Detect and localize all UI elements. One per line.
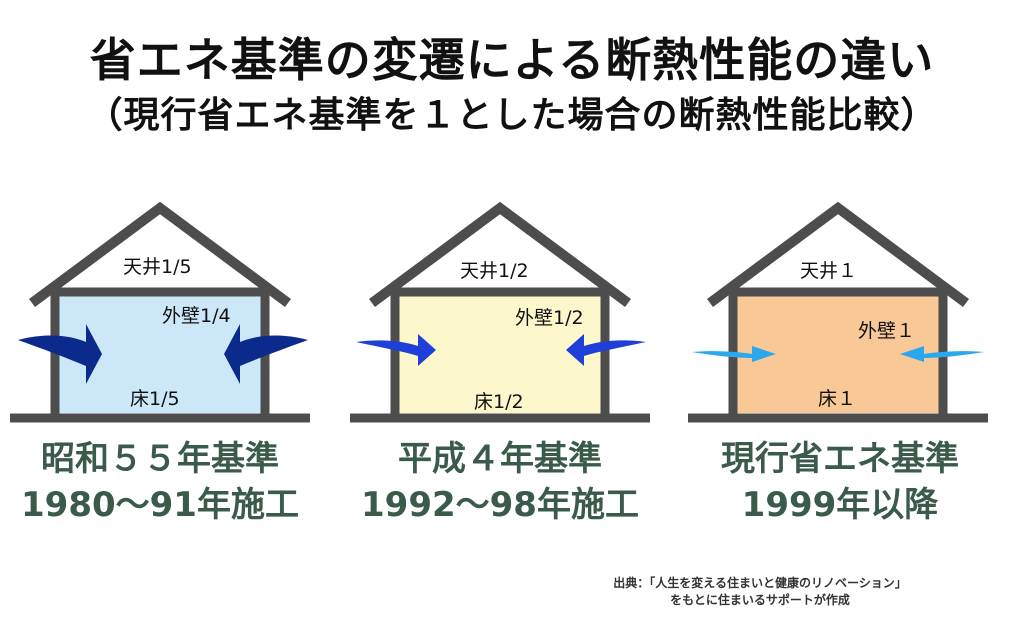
house-1992-floor-label: 床1/2 [474,391,524,413]
house-1999-wall-label: 外壁１ [858,320,916,342]
house-1992-arrow-right [566,334,646,366]
page-title: 省エネ基準の変遷による断熱性能の違い [89,33,935,87]
house-1992-attic [395,212,605,293]
source-note: 出典：「人生を変える住まいと健康のリノベーション」 をもとに住まいるサポートが作… [560,575,960,609]
house-1980-caption: 昭和５５年基準 1980〜91年施工 [0,436,325,528]
house-1999-floor-label: 床１ [818,388,857,410]
house-1999-caption: 現行省エネ基準 1999年以降 [675,436,1005,528]
house-1992-wall-label: 外壁1/2 [515,307,584,329]
house-1999-caption-standard: 現行省エネ基準 [721,439,959,479]
house-1999-attic [733,212,943,293]
house-1980-caption-standard: 昭和５５年基準 [41,439,279,479]
house-1980-floor-label: 床1/5 [130,388,180,410]
house-1999-roof [707,201,969,308]
house-1999-arrow-left [692,346,776,362]
house-1992-roof [369,201,631,308]
house-1999-arrow-right [900,346,984,362]
house-1992-caption-years: 1992〜98年施工 [361,485,639,525]
source-line-2: をもとに住まいるサポートが作成 [670,593,850,607]
house-1999: 天井１ 外壁１ 床１ [688,200,1008,430]
house-1999-caption-years: 1999年以降 [741,485,939,525]
house-1992: 天井1/2 外壁1/2 床1/2 [350,200,670,430]
house-1999-drawing [688,201,988,423]
house-1980-roof [29,201,291,308]
house-1980-ceiling-label: 天井1/5 [123,256,192,278]
house-1980-attic [55,212,265,293]
house-1992-arrow-left [356,334,436,366]
house-1980-caption-years: 1980〜91年施工 [21,485,299,525]
house-1992-ceiling-label: 天井1/2 [460,260,529,282]
house-1980-drawing [10,201,310,423]
source-line-1: 出典：「人生を変える住まいと健康のリノベーション」 [613,576,907,590]
house-1992-caption-standard: 平成４年基準 [398,439,602,479]
house-1992-drawing [350,201,650,423]
house-1980-arrow-left [18,324,102,384]
house-1980: 天井1/5 外壁1/4 床1/5 [10,200,330,430]
house-1980-arrow-right [224,324,308,384]
page-subtitle: （現行省エネ基準を１とした場合の断熱性能比較） [86,95,938,136]
house-1980-wall-label: 外壁1/4 [162,305,231,327]
house-1999-ceiling-label: 天井１ [800,260,858,282]
house-1992-caption: 平成４年基準 1992〜98年施工 [335,436,665,528]
